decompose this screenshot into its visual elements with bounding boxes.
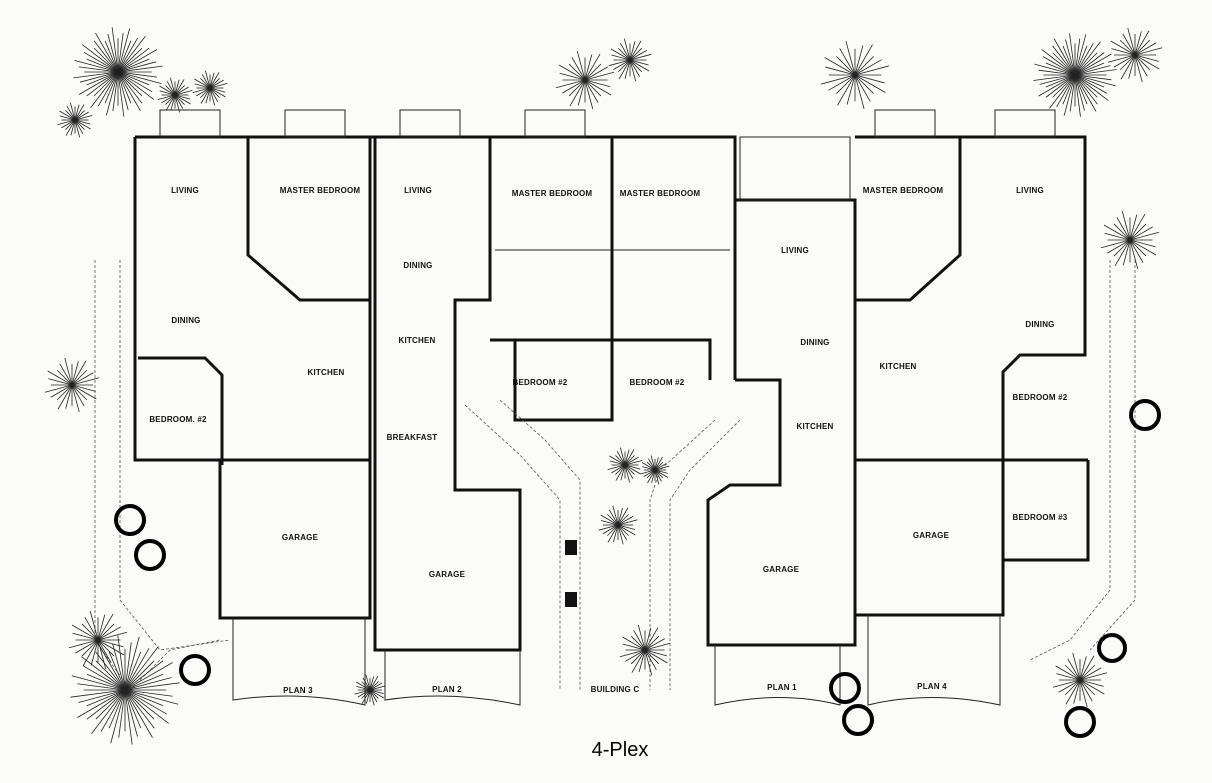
room-label: KITCHEN	[308, 368, 345, 377]
room-label: BREAKFAST	[387, 433, 438, 442]
room-label: KITCHEN	[880, 362, 917, 371]
tree-icon	[555, 50, 615, 110]
room-label: LIVING	[781, 246, 809, 255]
plan-label: PLAN 1	[767, 683, 797, 692]
room-label: MASTER BEDROOM	[512, 189, 593, 198]
shrub-icon	[1064, 706, 1096, 738]
building-label: BUILDING C	[591, 685, 640, 694]
room-label: BEDROOM #2	[630, 378, 685, 387]
tree-icon	[1100, 210, 1160, 270]
room-label: DINING	[1025, 320, 1054, 329]
room-label: GARAGE	[763, 565, 800, 574]
tree-icon	[598, 505, 638, 545]
room-label: BEDROOM #3	[1013, 513, 1068, 522]
room-label: KITCHEN	[399, 336, 436, 345]
shrub-icon	[842, 704, 874, 736]
room-label: GARAGE	[282, 533, 319, 542]
room-label: GARAGE	[913, 531, 950, 540]
room-label: BEDROOM. #2	[149, 415, 207, 424]
tree-icon	[608, 38, 652, 82]
walls	[94, 109, 1136, 706]
room-label: KITCHEN	[797, 422, 834, 431]
tree-icon	[640, 455, 670, 485]
room-label: LIVING	[1016, 186, 1044, 195]
room-label: LIVING	[404, 186, 432, 195]
caption: 4-Plex	[592, 739, 649, 761]
tree-icon	[44, 357, 100, 413]
room-label: DINING	[403, 261, 432, 270]
room-labels: LIVING MASTER BEDROOM DINING KITCHEN BED…	[149, 186, 1067, 761]
room-label: GARAGE	[429, 570, 466, 579]
room-label: BEDROOM #2	[1013, 393, 1068, 402]
tree-icon	[607, 447, 643, 483]
room-label: MASTER BEDROOM	[280, 186, 361, 195]
tree-icon	[73, 27, 163, 117]
landscape-trees	[44, 27, 1163, 745]
shrub-icon	[134, 539, 166, 571]
room-label: BEDROOM #2	[513, 378, 568, 387]
tree-icon	[57, 102, 93, 138]
tree-icon	[619, 624, 671, 676]
shrub-icon	[114, 504, 146, 536]
room-label: DINING	[800, 338, 829, 347]
room-label: MASTER BEDROOM	[620, 189, 701, 198]
tree-icon	[821, 41, 889, 109]
room-label: LIVING	[171, 186, 199, 195]
plan-label: PLAN 4	[917, 682, 947, 691]
tree-icon	[1052, 652, 1108, 708]
room-label: DINING	[171, 316, 200, 325]
tree-icon	[68, 610, 128, 670]
tree-icon	[70, 635, 180, 745]
plan-label: PLAN 3	[283, 686, 313, 695]
plan-label: PLAN 2	[432, 685, 462, 694]
tree-icon	[1107, 27, 1163, 83]
tree-icon	[354, 674, 386, 706]
room-label: MASTER BEDROOM	[863, 186, 944, 195]
tree-icon	[192, 70, 228, 106]
shrub-icon	[1097, 633, 1127, 663]
tree-icon	[1033, 33, 1117, 117]
shrub-icon	[1129, 399, 1161, 431]
shrub-icon	[829, 672, 861, 704]
shrub-icon	[179, 654, 211, 686]
tree-icon	[157, 77, 193, 113]
